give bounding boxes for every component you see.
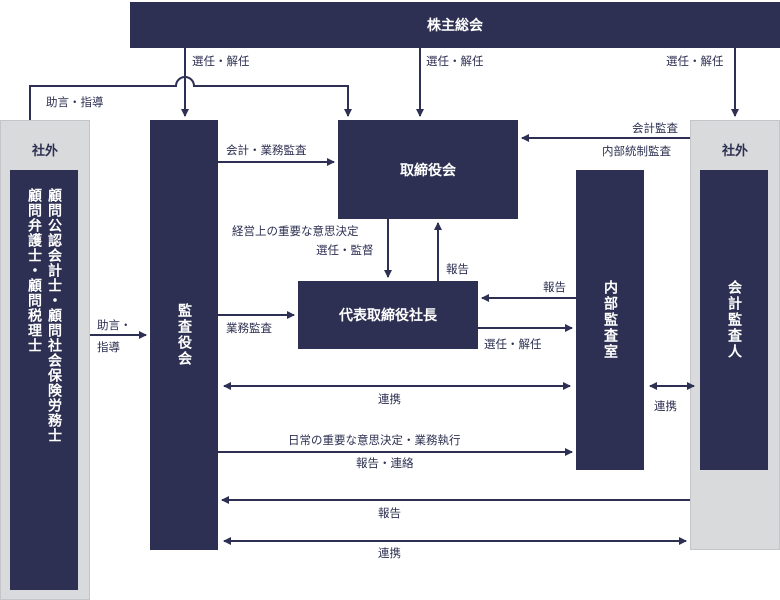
advisors-box: 顧問弁護士・顧問税理士 顧問公認会計士・顧問社会保険労務士 bbox=[10, 170, 78, 590]
label-elect-supervise: 選任・監督 bbox=[316, 243, 374, 257]
label-cooperation-internal-accounting: 連携 bbox=[654, 399, 677, 413]
audit-board-box: 監査役会 bbox=[150, 120, 218, 550]
label-report-contact: 報告・連絡 bbox=[356, 456, 414, 470]
label-report-president-board: 報告 bbox=[446, 262, 469, 276]
label-elect-dismiss-3: 選任・解任 bbox=[666, 54, 724, 68]
label-advice-left-1: 助言・ bbox=[97, 318, 132, 332]
label-elect-dismiss-1: 選任・解任 bbox=[192, 54, 250, 68]
label-report-internal-president: 報告 bbox=[543, 280, 566, 294]
label-daily-decisions: 日常の重要な意思決定・業務執行 bbox=[288, 433, 461, 447]
label-cooperation-auditor-internal: 連携 bbox=[378, 392, 401, 406]
external-label-right: 社外 bbox=[721, 144, 748, 159]
advisors-line-2: 顧問公認会計士・顧問社会保険労務士 bbox=[46, 188, 62, 443]
label-elect-dismiss-internal: 選任・解任 bbox=[484, 337, 542, 351]
label-advice-left-2: 指導 bbox=[97, 340, 120, 354]
label-important-decisions: 経営上の重要な意思決定 bbox=[232, 224, 359, 238]
label-cooperation-bottom: 連携 bbox=[378, 546, 401, 560]
label-business-audit: 業務監査 bbox=[226, 321, 272, 335]
president-box: 代表取締役社長 bbox=[298, 281, 478, 349]
label-advice-guidance-top: 助言・指導 bbox=[46, 95, 104, 109]
label-elect-dismiss-2: 選任・解任 bbox=[426, 54, 484, 68]
accounting-auditor-box: 会計監査人 bbox=[700, 170, 768, 470]
arrow-advice-to-board bbox=[29, 76, 352, 120]
label-internal-control-audit: 内部統制監査 bbox=[602, 144, 671, 158]
external-label-left: 社外 bbox=[31, 144, 58, 159]
shareholders-meeting-box: 株主総会 bbox=[130, 2, 780, 48]
board-of-directors-box: 取締役会 bbox=[338, 120, 518, 219]
advisors-line-1: 顧問弁護士・顧問税理士 bbox=[26, 188, 42, 353]
label-accounting-audit: 会計監査 bbox=[632, 121, 678, 135]
label-accounting-business-audit: 会計・業務監査 bbox=[226, 143, 307, 157]
internal-audit-box: 内部監査室 bbox=[576, 170, 644, 470]
label-report-accounting: 報告 bbox=[378, 506, 401, 520]
